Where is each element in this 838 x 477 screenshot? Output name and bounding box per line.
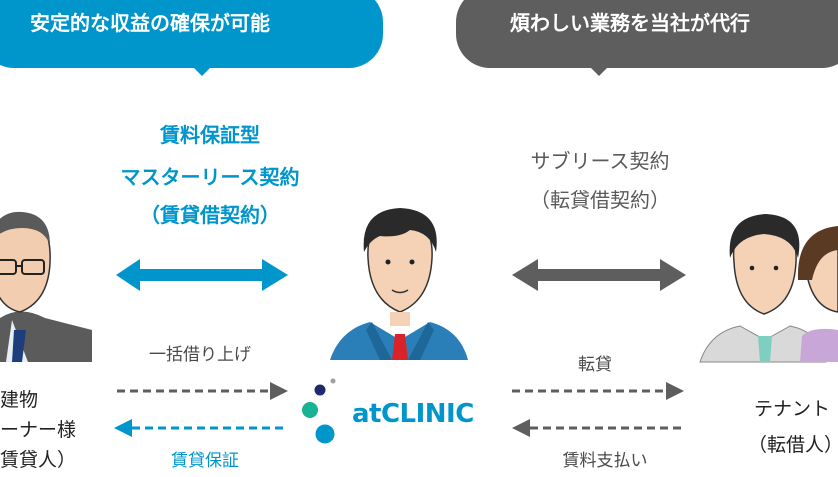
contract-right-line1: サブリース契約 <box>530 149 670 173</box>
banner-notch-right <box>589 66 609 76</box>
logo-wordmark: atCLINIC <box>352 399 474 429</box>
diagram-graphics <box>0 208 838 444</box>
dashed-arrow-left-left-icon <box>114 419 288 437</box>
banner-left-text: 安定的な収益の確保が可能 <box>30 11 270 35</box>
double-arrow-gray-icon <box>512 259 686 291</box>
contract-left-line2: マスターリース契約 <box>120 165 300 189</box>
banner-right-text: 煩わしい業務を当社が代行 <box>510 11 750 35</box>
tenant-people-icon <box>699 214 838 363</box>
benefit-banner-left <box>0 0 383 68</box>
owner-person-icon <box>0 211 92 362</box>
owner-label-line2: ーナー様 <box>0 419 77 441</box>
owner-label-line1: 建物 <box>0 389 39 411</box>
benefit-banner-right <box>456 0 838 68</box>
contract-left-line1: 賃料保証型 <box>160 123 260 147</box>
company-representative-icon <box>330 208 468 360</box>
dashed-arrow-left-right-icon <box>512 419 686 437</box>
atclinic-logo-icon <box>302 378 336 444</box>
contract-left-line3: （賃貸借契約） <box>140 203 280 227</box>
flow-right-top-label: 転貸 <box>578 355 612 375</box>
double-arrow-blue-icon <box>116 259 288 291</box>
dashed-arrow-right-left-icon <box>117 382 288 400</box>
tenant-label-line2: （転借人） <box>748 434 838 456</box>
tenant-label-line1: テナント <box>754 398 831 420</box>
dashed-arrow-right-right-icon <box>512 382 684 400</box>
flow-left-top-label: 一括借り上げ <box>149 345 251 365</box>
contract-right-line2: （転貸借契約） <box>530 188 670 212</box>
banner-notch-left <box>192 66 212 76</box>
